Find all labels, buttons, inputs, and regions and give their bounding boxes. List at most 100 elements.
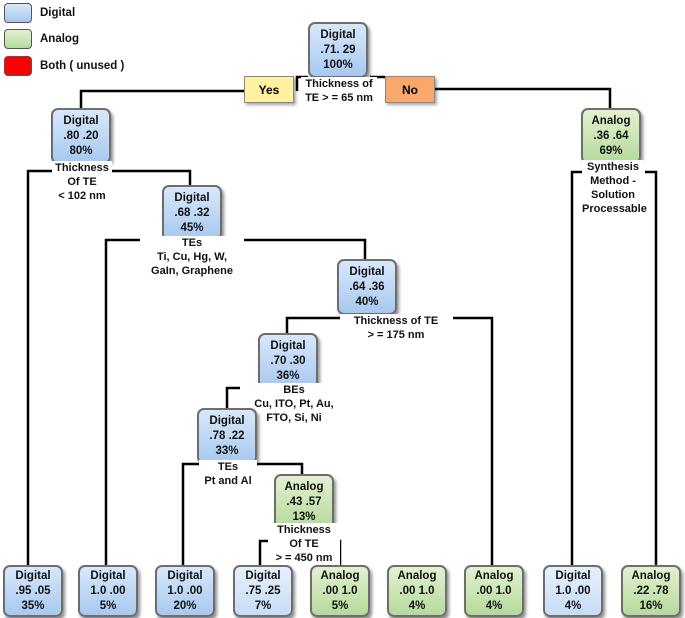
- split-line: Of TE: [67, 176, 97, 188]
- legend-label-both: Both ( unused ): [40, 60, 125, 72]
- node-pct: 5%: [331, 599, 349, 612]
- split-line: Pt and Al: [204, 475, 252, 487]
- node-class: Digital: [167, 569, 203, 582]
- split-line: Synthesis: [587, 161, 639, 173]
- node-pct: 13%: [292, 510, 316, 523]
- node-probs: .22 .78: [633, 584, 669, 597]
- split-line: < 102 nm: [58, 190, 106, 202]
- node-pct: 35%: [21, 599, 45, 612]
- node-probs: 1.0 .00: [555, 584, 591, 597]
- node-class: Analog: [474, 569, 514, 582]
- node-class: Digital: [90, 569, 126, 582]
- leaf-node-6: Analog .00 1.0 4%: [387, 565, 447, 617]
- split-line: Of TE: [289, 538, 319, 550]
- node-class: Analog: [591, 114, 631, 127]
- split-line: TEs: [217, 461, 239, 473]
- split-line: GaIn, Graphene: [151, 265, 233, 277]
- node-probs: .95 .05: [15, 584, 51, 597]
- edge-n6-n7: [256, 462, 304, 474]
- branch-yes: Yes: [244, 76, 294, 103]
- node-probs: .80 .20: [63, 129, 99, 142]
- node-pct: 33%: [215, 444, 239, 457]
- node-pct: 80%: [69, 144, 93, 157]
- split-label-n7: Thickness Of TE > = 450 nm: [268, 523, 340, 565]
- split-line: BEs: [283, 384, 305, 396]
- node-pct: 20%: [173, 599, 197, 612]
- edge-n3-leaf2: [104, 238, 164, 565]
- leaf-node-5: Analog .00 1.0 5%: [310, 565, 370, 617]
- node-pct: 36%: [276, 369, 300, 382]
- split-line: Ti, Cu, Hg, W,: [156, 251, 228, 263]
- node-class: Analog: [397, 569, 437, 582]
- node-n7: Analog .43 .57 13%: [274, 474, 334, 530]
- node-pct: 4%: [408, 599, 426, 612]
- split-label-n5: BEs Cu, ITO, Pt, Au, FTO, Si, Ni: [240, 383, 348, 425]
- node-class: Digital: [349, 265, 385, 278]
- split-line: Solution: [591, 189, 635, 201]
- split-label-root: Thickness of TE > = 65 nm: [301, 77, 377, 105]
- node-n4: Digital .64 .36 40%: [337, 259, 397, 315]
- edge-yes-n1: [79, 89, 244, 110]
- node-class: Digital: [555, 569, 591, 582]
- node-class: Analog: [631, 569, 671, 582]
- split-line: Thickness of: [305, 78, 373, 90]
- split-label-n6: TEs Pt and Al: [199, 460, 257, 488]
- legend-label-analog: Analog: [40, 33, 79, 45]
- node-n3: Digital .68 .32 45%: [162, 185, 222, 241]
- edge-n1-leaf1: [26, 169, 58, 565]
- node-pct: 16%: [639, 599, 663, 612]
- node-pct: 45%: [180, 221, 204, 234]
- branch-no: No: [385, 76, 435, 103]
- legend-item-digital: Digital: [4, 3, 75, 23]
- node-class: Digital: [320, 28, 356, 41]
- node-probs: .71. 29: [320, 43, 356, 56]
- node-class: Digital: [270, 339, 306, 352]
- node-pct: 5%: [99, 599, 117, 612]
- edge-n4-n5: [285, 316, 340, 333]
- node-probs: .36 .64: [593, 129, 629, 142]
- split-line: Method -: [590, 175, 636, 187]
- node-n2: Analog .36 .64 69%: [581, 108, 641, 164]
- leaf-node-1: Digital .95 .05 35%: [3, 565, 63, 617]
- node-pct: 4%: [564, 599, 582, 612]
- leaf-node-4: Digital .75 .25 7%: [233, 565, 293, 617]
- node-probs: .43 .57: [286, 495, 322, 508]
- node-root: Digital .71. 29 100%: [308, 22, 368, 78]
- node-pct: 40%: [355, 295, 379, 308]
- node-probs: .70 .30: [270, 354, 306, 367]
- legend-item-both: Both ( unused ): [4, 56, 124, 76]
- node-probs: 1.0 .00: [90, 584, 126, 597]
- node-probs: 1.0 .00: [167, 584, 203, 597]
- split-line: TE > = 65 nm: [305, 92, 373, 104]
- legend-swatch-analog: [4, 29, 32, 49]
- edge-n4-leaf7: [453, 316, 494, 565]
- legend-label-digital: Digital: [40, 7, 76, 19]
- node-probs: .78 .22: [209, 429, 245, 442]
- split-label-n2: Synthesis Method - Solution Processable: [582, 160, 647, 216]
- leaf-node-9: Analog .22 .78 16%: [621, 565, 681, 617]
- node-class: Analog: [320, 569, 360, 582]
- node-probs: .75 .25: [245, 584, 281, 597]
- split-line: Cu, ITO, Pt, Au,: [254, 398, 334, 410]
- edge-n2-leaf9: [645, 170, 658, 565]
- legend-item-analog: Analog: [4, 29, 79, 49]
- node-class: Digital: [209, 414, 245, 427]
- node-n6: Digital .78 .22 33%: [197, 408, 257, 464]
- split-label-n1: Thickness Of TE < 102 nm: [52, 161, 112, 203]
- split-label-n4: Thickness of TE > = 175 nm: [340, 314, 452, 342]
- split-line: FTO, Si, Ni: [266, 412, 322, 424]
- leaf-node-7: Analog .00 1.0 4%: [464, 565, 524, 617]
- node-pct: 69%: [599, 144, 623, 157]
- split-line: Thickness of TE: [353, 315, 439, 327]
- node-probs: .68 .32: [174, 206, 210, 219]
- edge-n6-leaf3: [181, 462, 200, 565]
- node-pct: 100%: [323, 58, 353, 71]
- node-probs: .00 1.0: [322, 584, 358, 597]
- node-class: Digital: [174, 191, 210, 204]
- leaf-node-2: Digital 1.0 .00 5%: [78, 565, 138, 617]
- split-line: Thickness: [55, 162, 109, 174]
- split-line: > = 450 nm: [275, 552, 333, 564]
- leaf-node-3: Digital 1.0 .00 20%: [155, 565, 215, 617]
- split-label-n3: TEs Ti, Cu, Hg, W, GaIn, Graphene: [140, 236, 244, 278]
- edge-n1-n3: [110, 169, 192, 185]
